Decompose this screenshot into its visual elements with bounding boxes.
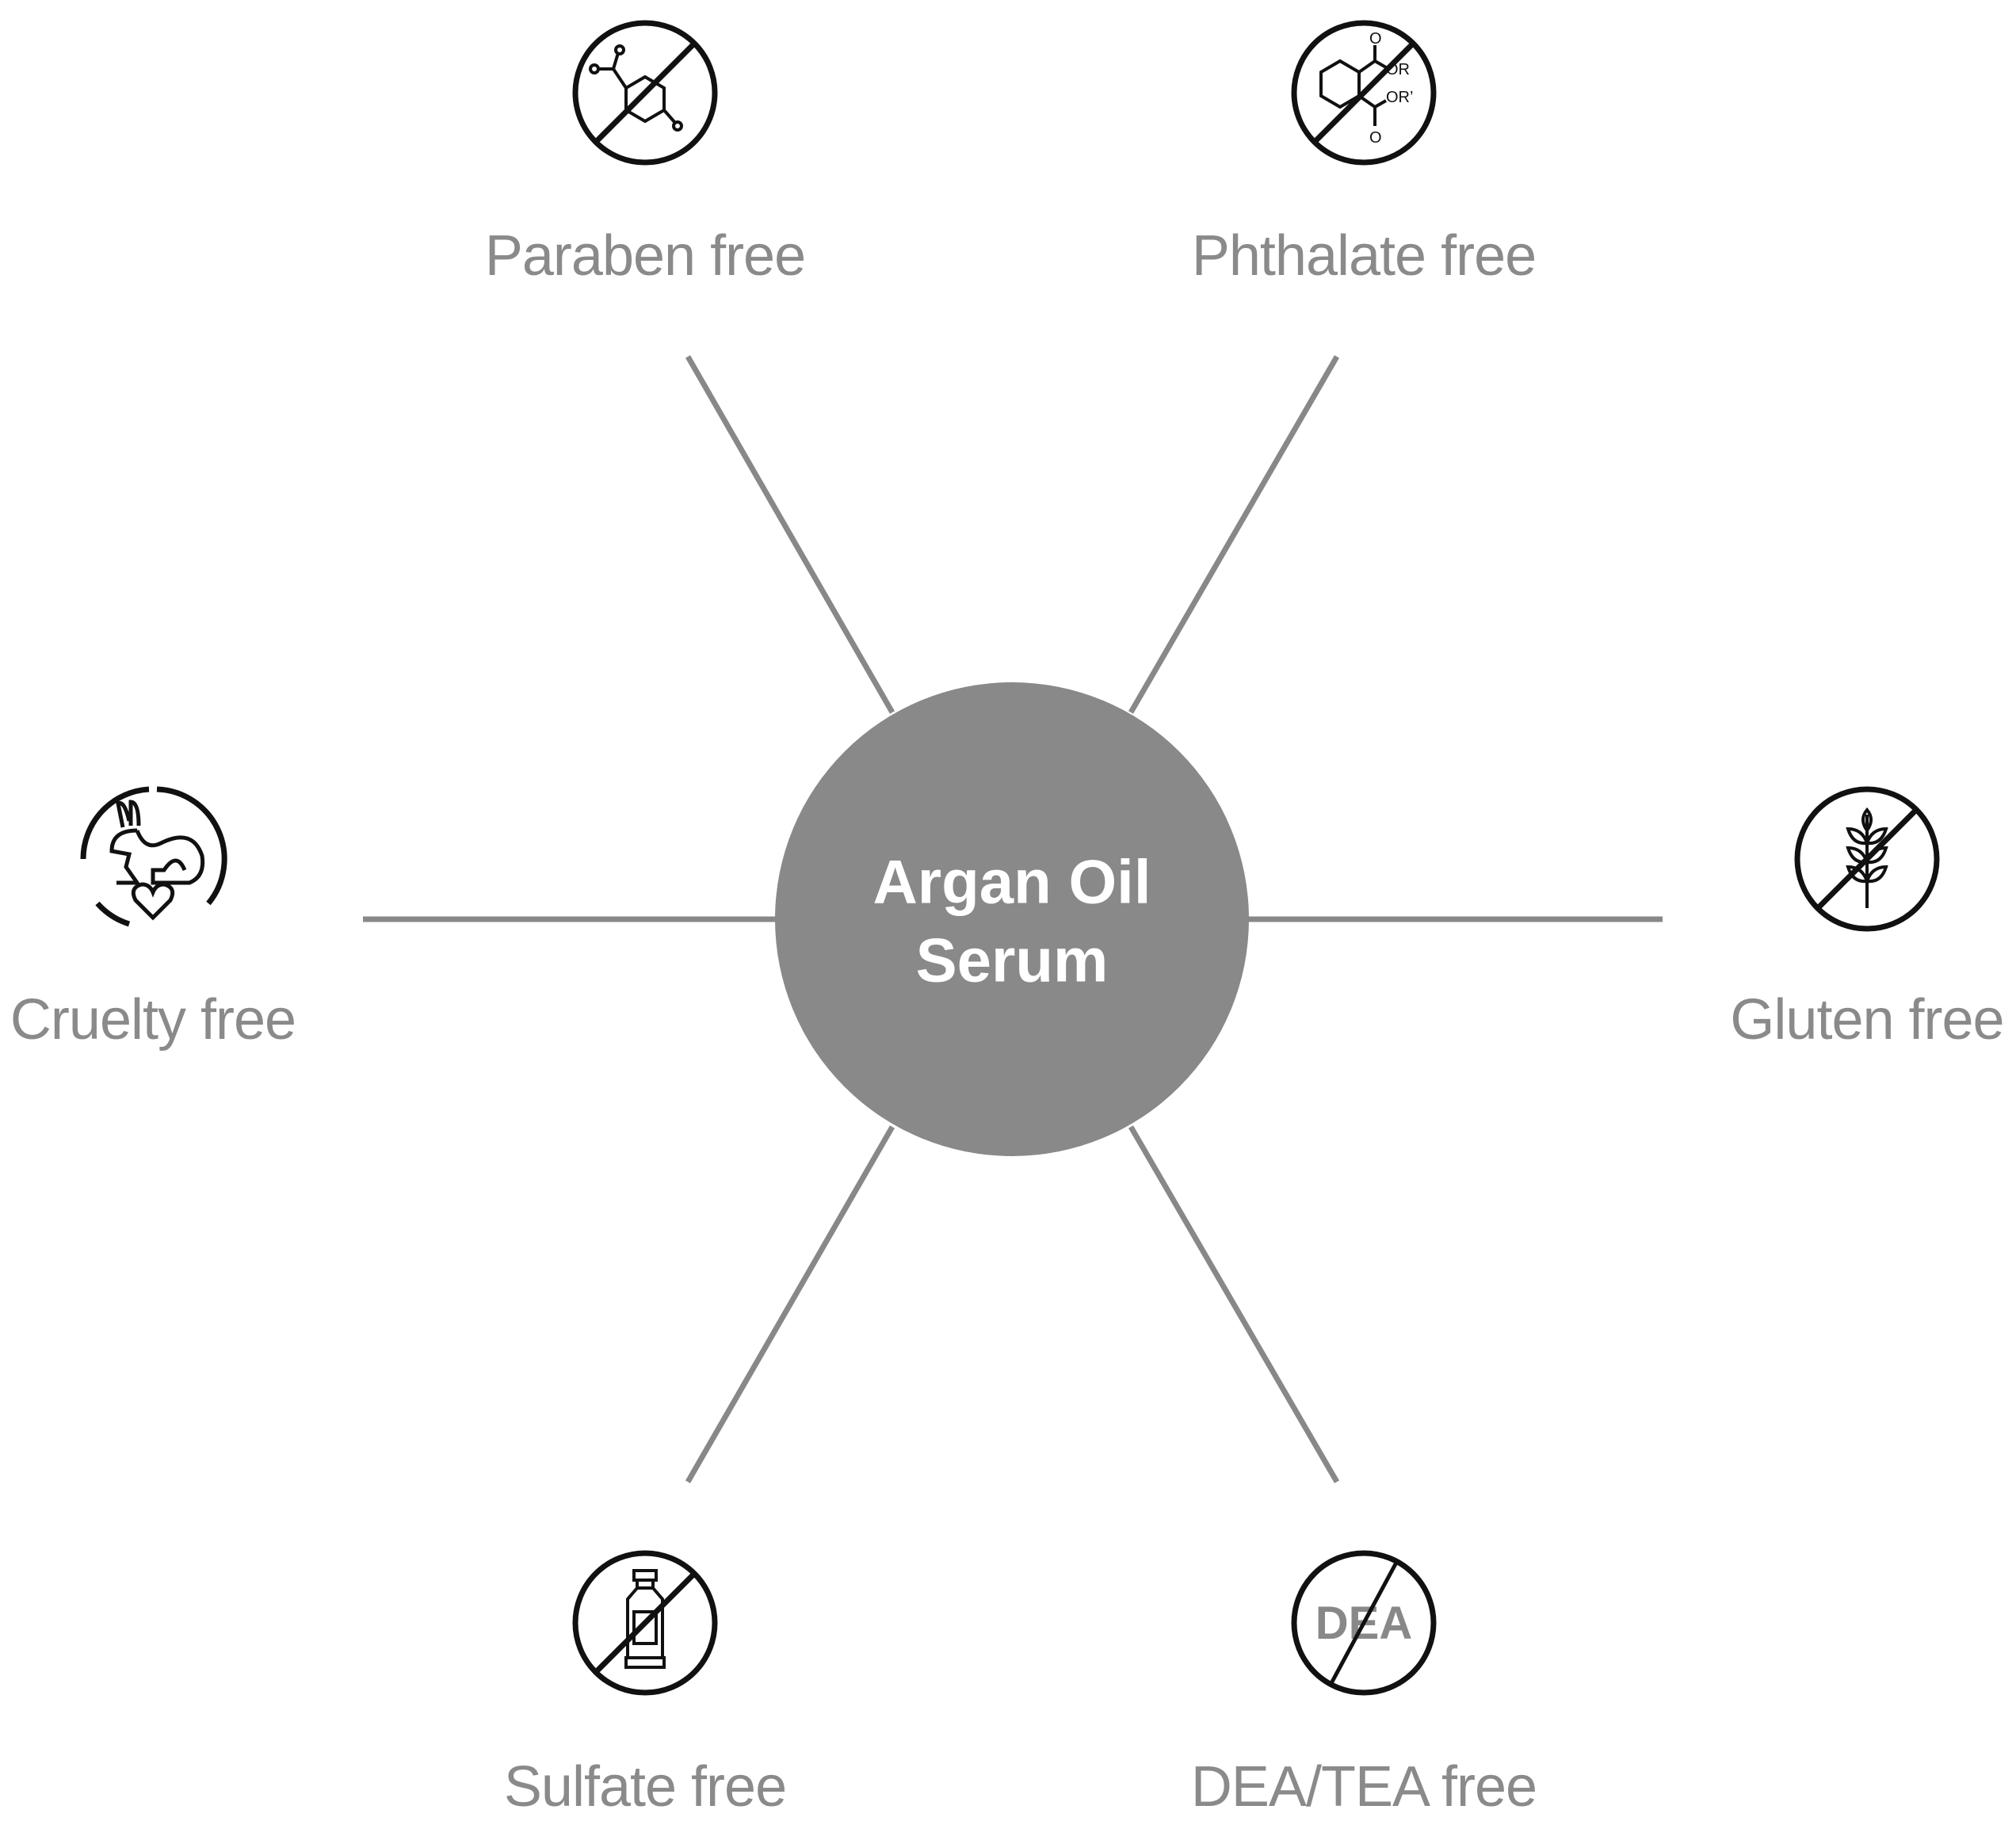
spoke-phthalate — [1128, 355, 1340, 714]
label-paraben-free: Paraben free — [484, 224, 806, 288]
center-circle — [775, 682, 1249, 1156]
label-phthalate-free: Phthalate free — [1191, 224, 1537, 288]
sulfate-free-tube-icon — [572, 1550, 718, 1696]
label-cruelty-free: Cruelty free — [10, 988, 296, 1052]
spoke-dea — [1128, 1125, 1340, 1483]
label-sulfate-free: Sulfate free — [503, 1755, 787, 1819]
cruelty-free-rabbit-icon — [80, 786, 227, 927]
center-title-line2: Serum — [915, 925, 1109, 995]
phthalate-oxygen-bottom: O — [1369, 129, 1382, 147]
phthalate-oxygen-top: O — [1369, 30, 1382, 48]
dea-free-icon: DEA — [1291, 1550, 1437, 1696]
phthalate-or-prime: OR’ — [1386, 89, 1413, 106]
gluten-free-wheat-icon — [1794, 786, 1940, 932]
label-gluten-free: Gluten free — [1730, 988, 2004, 1052]
spoke-paraben — [685, 355, 895, 714]
spoke-sulfate — [685, 1125, 895, 1483]
paraben-free-icon — [572, 20, 718, 166]
label-dea-tea-free: DEA/TEA free — [1190, 1755, 1537, 1819]
phthalate-free-icon: O OR OR’ O — [1291, 20, 1437, 166]
center-title-line1: Argan Oil — [872, 846, 1151, 917]
spokes — [363, 355, 1663, 1483]
